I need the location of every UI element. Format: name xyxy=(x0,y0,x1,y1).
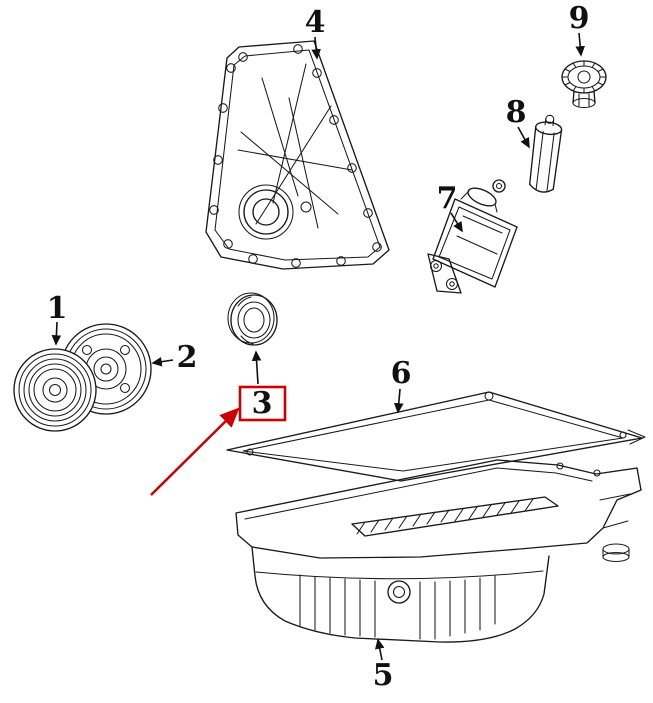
callout-label-3: 3 xyxy=(252,386,273,421)
highlight-arrow xyxy=(150,407,240,496)
highlight xyxy=(150,385,287,496)
callout-arrow-5 xyxy=(375,638,385,661)
callout-arrow-9 xyxy=(575,32,585,57)
gasket-drawing xyxy=(226,391,646,482)
timing-cover-drawing xyxy=(205,40,390,270)
callout-arrow-6 xyxy=(393,388,404,414)
callout-label-8: 8 xyxy=(506,95,527,130)
callout-arrow-2 xyxy=(151,356,174,367)
callout-arrow-3 xyxy=(251,350,262,385)
callout-arrow-4 xyxy=(311,36,321,60)
pulley-1-drawing xyxy=(13,348,97,432)
callout-label-2: 2 xyxy=(177,340,198,375)
highlight-box xyxy=(238,385,287,422)
callout-label-1: 1 xyxy=(47,291,68,326)
callout-label-6: 6 xyxy=(391,356,412,391)
callout-label-5: 5 xyxy=(373,658,394,693)
oil-pan-drawing xyxy=(235,459,642,643)
filter-cartridge-drawing xyxy=(529,114,563,193)
callout-label-4: 4 xyxy=(305,5,326,40)
callout-arrow-1 xyxy=(51,321,62,346)
cap-drawing xyxy=(561,60,607,109)
callouts: 1 2 3 4 5 6 7 8 9 xyxy=(47,1,590,693)
callout-arrow-8 xyxy=(517,126,530,149)
callout-label-7: 7 xyxy=(437,181,458,216)
seal-drawing xyxy=(227,292,278,346)
callout-arrow-7 xyxy=(450,212,463,233)
filter-housing-drawing xyxy=(427,179,518,294)
callout-label-9: 9 xyxy=(569,1,590,36)
